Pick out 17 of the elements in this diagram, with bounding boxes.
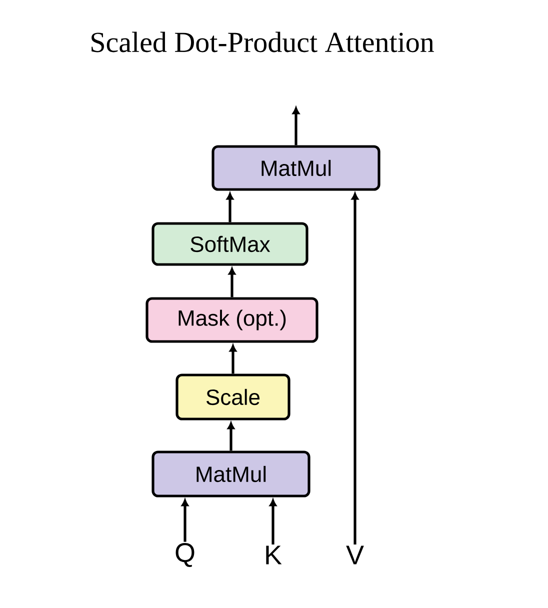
arrow bbox=[351, 192, 359, 544]
operation-box: MatMul bbox=[212, 145, 380, 191]
arrow bbox=[226, 192, 234, 222]
title: Scaled Dot-Product Attention bbox=[92, 32, 434, 52]
operation-box: MatMul bbox=[152, 450, 310, 498]
input-label: Q bbox=[176, 543, 194, 567]
operation-box: Scale bbox=[176, 374, 290, 420]
input-label: V bbox=[346, 546, 364, 564]
input-label: K bbox=[266, 546, 282, 564]
arrow bbox=[227, 422, 235, 451]
arrow bbox=[269, 499, 277, 544]
arrow bbox=[228, 268, 236, 298]
arrow bbox=[292, 107, 300, 146]
operation-box: SoftMax bbox=[152, 222, 308, 266]
arrow bbox=[181, 499, 189, 542]
arrow bbox=[229, 344, 237, 374]
operation-box: Mask (opt.) bbox=[146, 297, 318, 343]
